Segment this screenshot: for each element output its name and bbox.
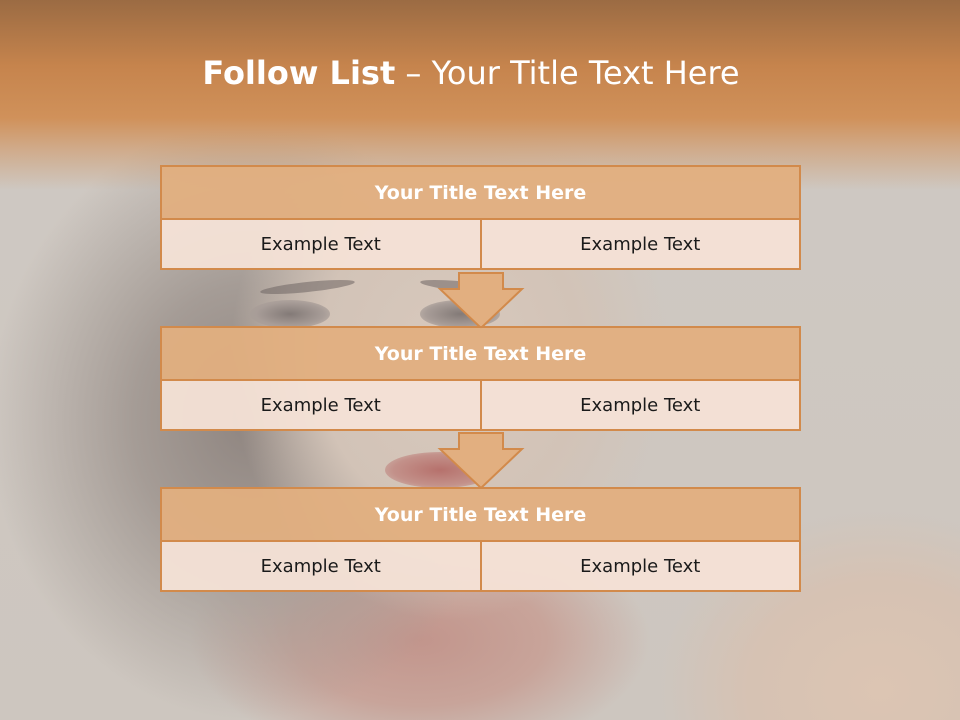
block-cell-left: Example Text [160,381,482,431]
block-row: Example Text Example Text [160,220,801,270]
block-cell-right: Example Text [479,220,801,270]
block-cell-right: Example Text [479,381,801,431]
header-band [0,0,960,190]
block-title: Your Title Text Here [160,165,801,220]
down-arrow-icon [437,432,525,490]
slide-title: Follow List – Your Title Text Here [0,54,942,92]
block-title: Your Title Text Here [160,487,801,542]
list-block-2: Your Title Text Here Example Text Exampl… [160,326,801,431]
block-cell-left: Example Text [160,542,482,592]
block-row: Example Text Example Text [160,542,801,592]
background-eye-left [250,300,330,328]
down-arrow-icon [437,272,525,330]
slide-title-rest: – Your Title Text Here [395,54,740,92]
slide-title-bold: Follow List [202,54,396,92]
list-block-1: Your Title Text Here Example Text Exampl… [160,165,801,270]
block-cell-left: Example Text [160,220,482,270]
block-cell-right: Example Text [479,542,801,592]
block-row: Example Text Example Text [160,381,801,431]
block-title: Your Title Text Here [160,326,801,381]
list-block-3: Your Title Text Here Example Text Exampl… [160,487,801,592]
